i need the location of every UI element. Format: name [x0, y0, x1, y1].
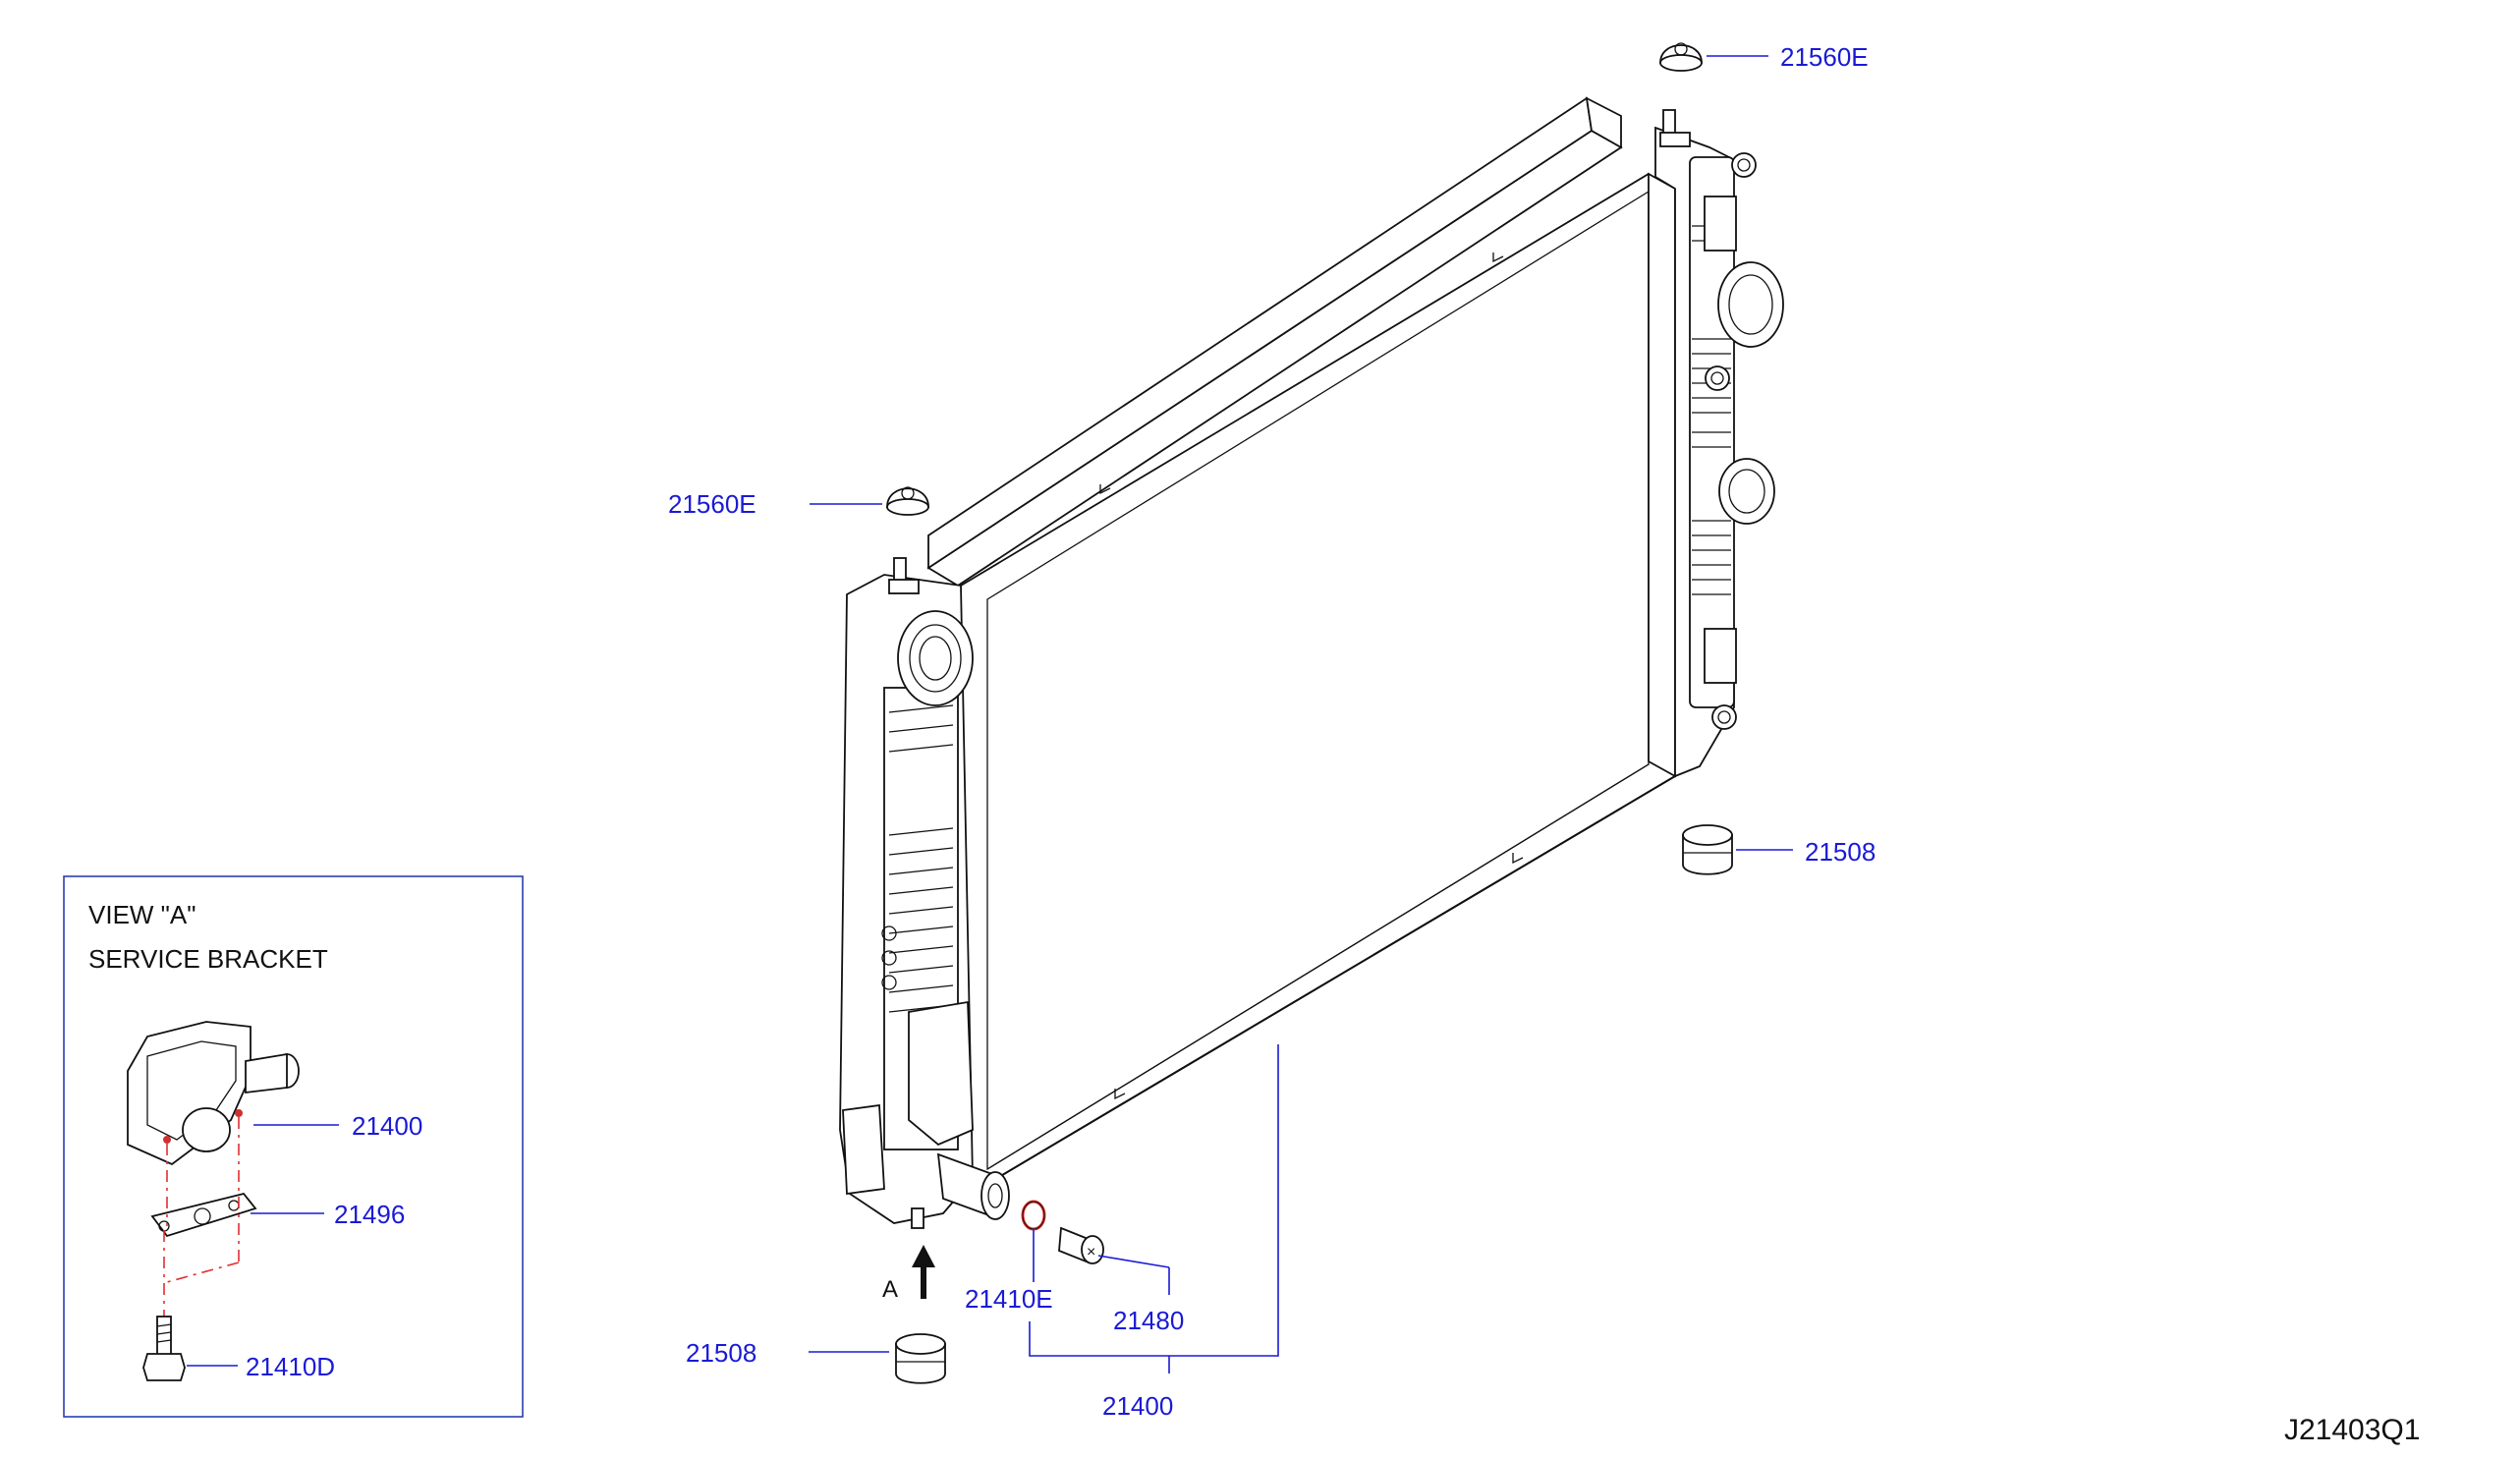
leader-lines — [809, 55, 1793, 1374]
callout-mount-bottom: 21508 — [686, 1338, 756, 1368]
callout-mount-right: 21508 — [1805, 837, 1876, 867]
view-a-part-3: 21410D — [246, 1352, 335, 1381]
oring — [1021, 1200, 1046, 1231]
mount-right — [1682, 824, 1733, 875]
cap-top — [1659, 42, 1703, 72]
callout-oring: 21410E — [965, 1284, 1053, 1314]
bracket-bolt — [142, 1316, 186, 1381]
svg-text:×: × — [1087, 1244, 1095, 1261]
diagram-id: J21403Q1 — [2284, 1414, 2420, 1446]
left-tank — [839, 557, 1010, 1229]
bracket-plate — [150, 1192, 257, 1238]
view-a-part-2: 21496 — [334, 1200, 405, 1229]
callout-assembly: 21400 — [1102, 1391, 1173, 1421]
radiator-core — [926, 96, 1676, 1186]
mount-bottom — [895, 1333, 946, 1384]
callout-cap-left: 21560E — [668, 489, 756, 519]
view-a-arrow: A — [882, 1245, 935, 1303]
view-a-panel: VIEW "A" SERVICE BRACKET — [63, 875, 524, 1418]
view-a-title: VIEW "A" — [88, 900, 196, 929]
callout-cap-top: 21560E — [1780, 42, 1869, 72]
right-tank — [1654, 109, 1784, 778]
cap-left — [886, 486, 929, 516]
drain-plug: × — [1058, 1226, 1104, 1264]
service-bracket — [127, 1021, 300, 1166]
view-a-subtitle: SERVICE BRACKET — [88, 944, 328, 974]
callout-plug: 21480 — [1113, 1306, 1184, 1335]
arrow-label: A — [882, 1276, 898, 1303]
view-a-part-1: 21400 — [352, 1111, 422, 1141]
